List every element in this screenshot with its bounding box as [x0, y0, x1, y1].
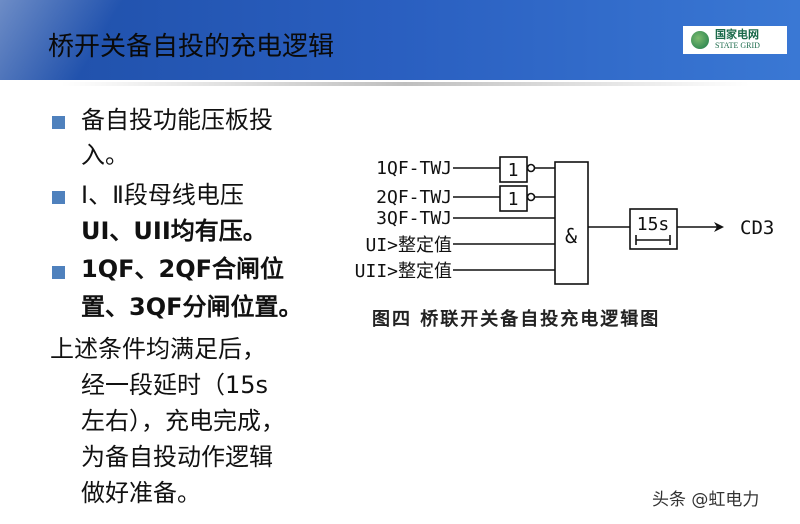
- slide-title: 桥开关备自投的充电逻辑: [48, 32, 335, 62]
- inversion-bubble-2: [526, 192, 536, 202]
- timer-box: [629, 208, 678, 250]
- input-label-2: 2QF-TWJ: [376, 187, 452, 208]
- timer-label: 15s: [637, 214, 670, 235]
- bullet-icon: [52, 116, 65, 129]
- diagram-caption: 图四 桥联开关备自投充电逻辑图: [372, 309, 661, 330]
- input-label-5: UII>整定值: [355, 261, 452, 282]
- paragraph-line-4: 为备自投动作逻辑: [81, 443, 273, 471]
- bullet-icon: [52, 191, 65, 204]
- bullet-3-line-2: 置、3QF分闸位置。: [81, 293, 303, 321]
- not-gate-1-label: 1: [508, 160, 519, 181]
- input-label-4: UI>整定值: [365, 235, 452, 256]
- paragraph-line-2: 经一段延时（15s: [81, 371, 269, 399]
- watermark: 头条 @虹电力: [652, 490, 760, 510]
- bullet-2-line-1: Ⅰ、Ⅱ段母线电压: [81, 181, 244, 209]
- paragraph-line-5: 做好准备。: [81, 479, 201, 507]
- arrow-icon: [714, 222, 724, 232]
- logo-cn: 国家电网: [715, 28, 759, 41]
- logo-en: STATE GRID: [715, 41, 760, 50]
- globe-icon: [691, 31, 709, 49]
- header-shadow: [60, 82, 750, 86]
- not-gate-2-label: 1: [508, 189, 519, 210]
- bullet-2-line-2: UI、UII均有压。: [81, 217, 267, 245]
- paragraph-line-3: 左右），充电完成，: [81, 407, 285, 435]
- paragraph-line-1: 上述条件均满足后，: [50, 335, 266, 363]
- bullet-3-line-1: 1QF、2QF合闸位: [81, 255, 284, 283]
- and-gate: [554, 161, 589, 285]
- input-label-1: 1QF-TWJ: [376, 158, 452, 179]
- slide-header: [0, 0, 800, 80]
- state-grid-logo: 国家电网 STATE GRID: [683, 26, 787, 54]
- output-label: CD3: [740, 217, 774, 239]
- bullet-icon: [52, 266, 65, 279]
- inversion-bubble-1: [526, 163, 536, 173]
- input-label-3: 3QF-TWJ: [376, 208, 452, 229]
- and-gate-label: &: [565, 224, 577, 248]
- bullet-1-line-2: 入。: [81, 141, 129, 169]
- bullet-1-line-1: 备自投功能压板投: [81, 106, 273, 134]
